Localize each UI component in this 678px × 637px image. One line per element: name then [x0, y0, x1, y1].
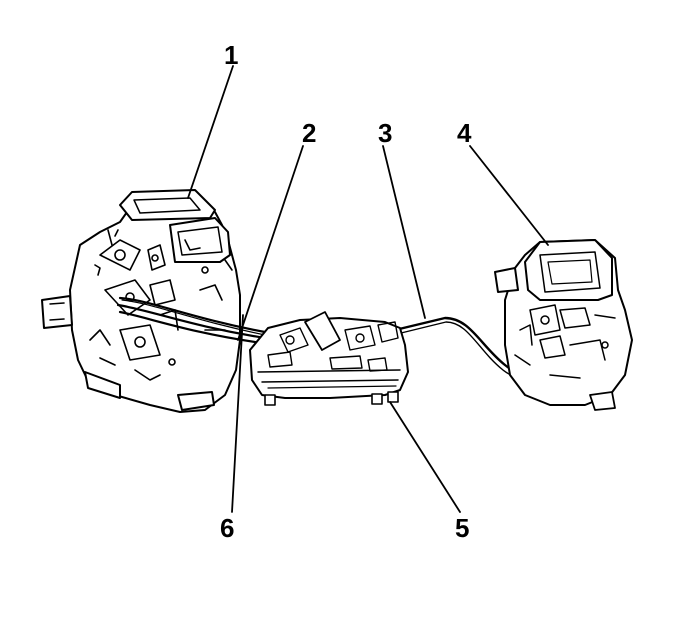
leader-line-4 [469, 145, 549, 246]
leader-line-2 [237, 145, 304, 341]
leader-line-1 [187, 65, 234, 199]
callout-2: 2 [302, 118, 316, 148]
callout-3: 3 [378, 118, 392, 148]
leader-lines [187, 65, 549, 513]
callout-1: 1 [224, 40, 238, 70]
leader-line-6 [231, 314, 244, 513]
leader-line-5 [389, 401, 461, 513]
right-hvac-module [494, 239, 633, 411]
callout-6: 6 [220, 513, 234, 543]
hvac-control-assembly [249, 311, 409, 406]
leader-line-3 [382, 145, 426, 319]
callout-4: 4 [457, 118, 472, 148]
callout-5: 5 [455, 513, 469, 543]
